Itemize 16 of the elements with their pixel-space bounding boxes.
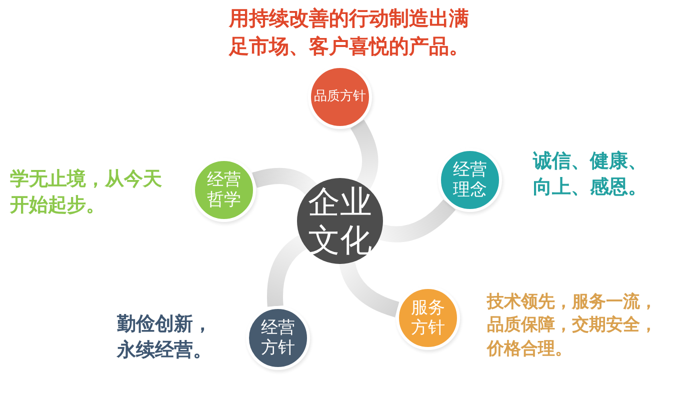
topic-label: 经营方针 <box>260 318 296 358</box>
curved-connector <box>380 199 456 242</box>
curved-connector <box>267 235 307 306</box>
topic-label: 经营理念 <box>452 160 488 200</box>
description-text: 诚信、健康、向上、感恩。 <box>533 149 648 200</box>
description-text: 技术领先，服务一流，品质保障，交期安全，价格合理。 <box>487 291 658 361</box>
description-text: 勤俭创新，永续经营。 <box>117 312 213 364</box>
curved-connector <box>350 120 378 189</box>
description-text: 用持续改善的行动制造出满足市场、客户喜悦的产品。 <box>229 5 470 60</box>
topic-label: 经营哲学 <box>206 170 242 210</box>
curved-connector <box>339 262 400 318</box>
topic-label: 品质方针 <box>312 89 367 105</box>
description-text: 学无止境，从今天开始起步。 <box>10 167 163 218</box>
center-label: 企业文化 <box>306 182 373 260</box>
curved-connector <box>252 168 317 195</box>
topic-label: 服务方针 <box>410 298 446 338</box>
